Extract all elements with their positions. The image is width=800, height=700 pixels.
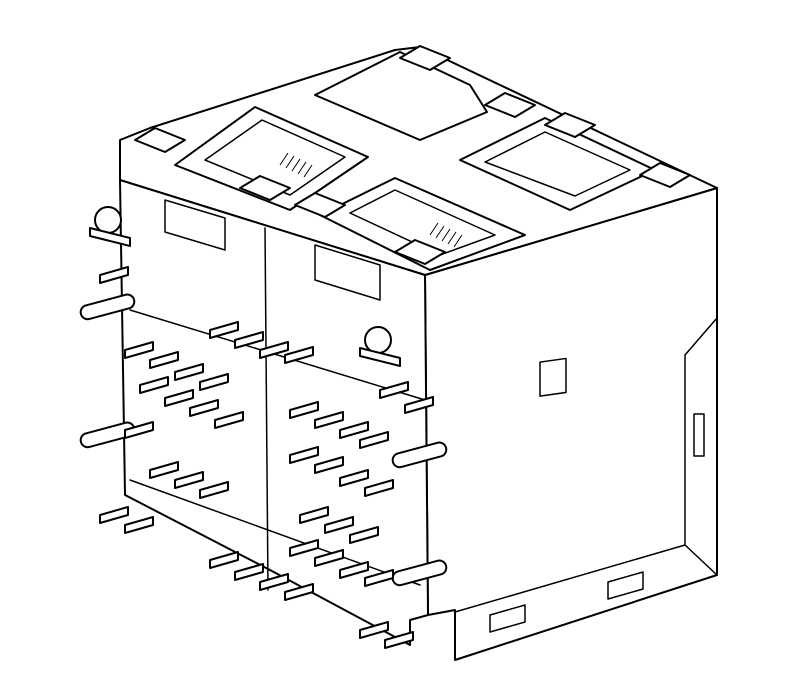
pin — [404, 396, 434, 414]
front-window-left — [164, 199, 226, 251]
pin — [174, 471, 204, 489]
pin — [364, 569, 394, 587]
side-latch-window — [693, 413, 705, 457]
pin — [289, 539, 319, 557]
pin — [149, 461, 179, 479]
pin — [289, 446, 319, 464]
pin — [209, 321, 239, 339]
pin — [339, 561, 369, 579]
pin — [124, 421, 154, 439]
contacts-hatch-2 — [429, 222, 463, 248]
mounting-posts — [89, 206, 401, 367]
latch-tabs — [134, 45, 691, 265]
bottom-slot-left — [489, 604, 526, 633]
bottom-slot-right — [607, 571, 644, 600]
pin — [314, 411, 344, 429]
contacts-hatch-1 — [279, 152, 313, 178]
pin — [349, 526, 379, 544]
housing-right-bevel — [454, 317, 718, 613]
port-back-right — [314, 51, 488, 141]
pin — [209, 551, 239, 569]
pins — [99, 266, 434, 649]
pin — [379, 381, 409, 399]
pin — [324, 516, 354, 534]
pin — [124, 516, 154, 534]
pin — [339, 421, 369, 439]
pin — [384, 631, 414, 649]
pin — [199, 481, 229, 499]
pin — [99, 506, 129, 524]
pin — [364, 479, 394, 497]
pin — [299, 506, 329, 524]
pin — [214, 411, 244, 429]
pin — [314, 456, 344, 474]
square-marking — [539, 357, 567, 397]
port-front-left — [319, 177, 526, 271]
pin — [164, 389, 194, 407]
pin — [284, 346, 314, 364]
pin — [339, 469, 369, 487]
port-front-left-inner — [349, 189, 496, 256]
pin — [189, 399, 219, 417]
pin — [199, 373, 229, 391]
pin — [139, 376, 169, 394]
pin — [259, 573, 289, 591]
pin — [259, 341, 289, 359]
port-front-right-inner — [484, 131, 631, 197]
front-window-right — [314, 244, 381, 301]
pin — [234, 563, 264, 581]
ground-clips — [79, 293, 448, 587]
pin — [99, 266, 129, 284]
pin — [284, 583, 314, 601]
pin — [124, 341, 154, 359]
pin — [314, 549, 344, 567]
front-divider-horizontal — [129, 309, 426, 586]
pin — [359, 431, 389, 449]
pin — [289, 401, 319, 419]
pin — [234, 331, 264, 349]
pin — [149, 351, 179, 369]
port-back-left — [174, 106, 369, 211]
pin — [359, 621, 389, 639]
pin — [174, 363, 204, 381]
